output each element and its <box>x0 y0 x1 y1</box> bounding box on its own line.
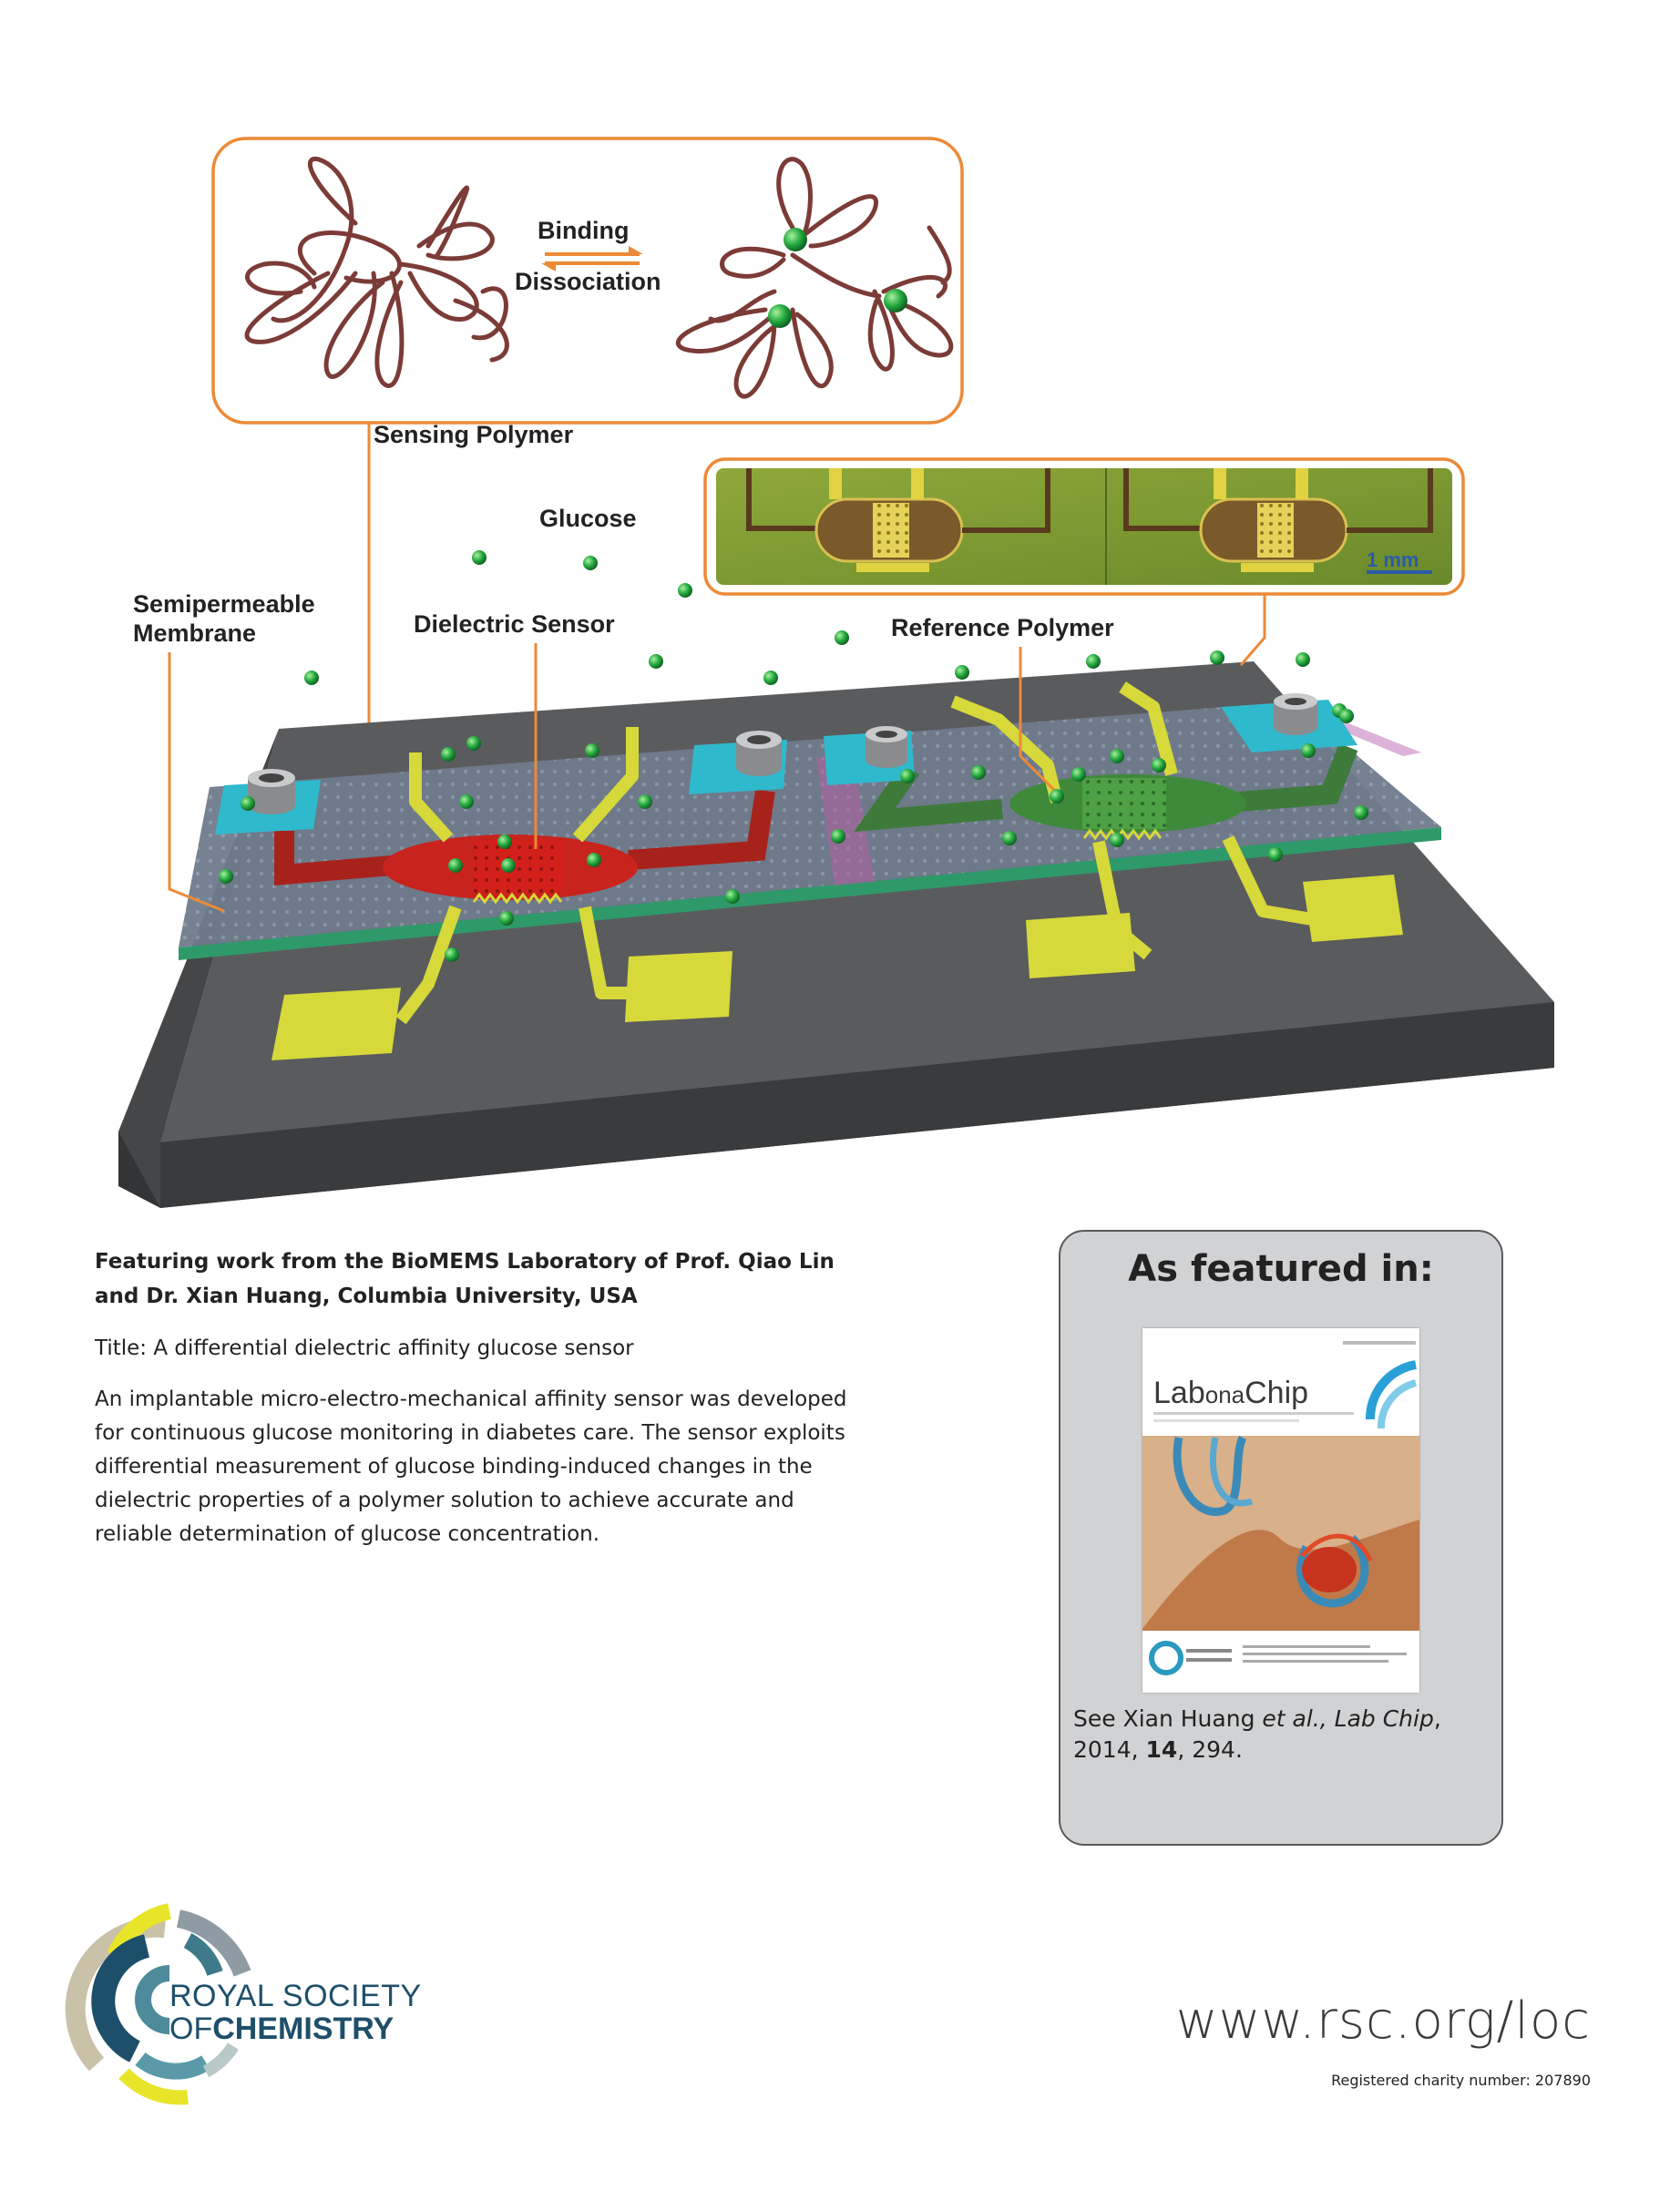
cover-title-chip: Chip <box>1245 1376 1308 1410</box>
article-title: Title: A differential dielectric affinit… <box>95 1336 634 1360</box>
feature-heading: Featuring work from the BioMEMS Laborato… <box>95 1244 869 1314</box>
citation-year: 2014, <box>1073 1736 1146 1763</box>
bound-glucose-icon <box>784 228 807 251</box>
article-abstract: An implantable micro-electro-mechanical … <box>95 1387 847 1546</box>
feature-heading-line1: Featuring work from the BioMEMS Laborato… <box>95 1250 835 1274</box>
rsc-logo-chemistry: CHEMISTRY <box>212 2012 394 2046</box>
membrane-leader <box>168 652 225 913</box>
cover-title-on: on <box>1205 1381 1232 1408</box>
unbound-polymer-icon <box>244 157 509 388</box>
micrograph-leader <box>1239 594 1266 666</box>
feature-heading-line2: and Dr. Xian Huang, Columbia University,… <box>95 1285 638 1308</box>
reference-outlet-icon <box>1274 693 1317 735</box>
reference-polymer-leader <box>1019 647 1059 794</box>
cover-title-lab: Lab <box>1153 1376 1205 1410</box>
cover-title-a: a <box>1232 1381 1245 1408</box>
citation-prefix: See Xian Huang <box>1073 1705 1263 1732</box>
featured-in-title: As featured in: <box>1128 1248 1434 1290</box>
semipermeable-label: Semipermeable <box>133 590 315 618</box>
electrode-pad <box>625 951 732 1022</box>
charity-number: Registered charity number: 207890 <box>1331 2072 1591 2089</box>
journal-cover-image: LabonaChip <box>1142 1328 1419 1693</box>
citation-comma: , <box>1433 1705 1441 1732</box>
rsc-logo-line1: ROYAL SOCIETY <box>169 1979 422 2013</box>
membrane-label: Membrane <box>133 619 256 647</box>
journal-url[interactable]: www.rsc.org/loc <box>1175 1991 1591 2051</box>
electrode-pad <box>1303 875 1403 942</box>
svg-text:OFCHEMISTRY: OFCHEMISTRY <box>169 2012 394 2046</box>
dissociation-label: Dissociation <box>515 268 661 295</box>
equilibrium-arrows-icon <box>541 246 643 271</box>
polymer-callout: Binding Dissociation <box>211 137 964 425</box>
citation-volume: 14 <box>1145 1736 1178 1763</box>
sensing-electrodes <box>395 727 639 1025</box>
featured-in-box: As featured in: LabonaChip See <box>1059 1230 1503 1846</box>
citation-pages: , 294. <box>1177 1736 1243 1763</box>
glucose-label: Glucose <box>539 505 637 532</box>
bound-glucose-icon <box>768 304 792 328</box>
inlet-port-icon <box>248 769 295 814</box>
electrode-pad <box>271 988 401 1060</box>
feature-description: Featuring work from the BioMEMS Laborato… <box>95 1244 869 1551</box>
bound-polymer-icon <box>675 157 954 399</box>
dielectric-sensor-label: Dielectric Sensor <box>414 610 615 638</box>
electrode-pad <box>1026 913 1135 978</box>
glucose-molecules <box>219 550 1368 962</box>
binding-label: Binding <box>538 217 629 244</box>
outlet-port-icon <box>736 731 782 776</box>
rsc-logo: ROYAL SOCIETY OFCHEMISTRY <box>65 1903 422 2105</box>
sensor-illustration: Binding Dissociation <box>118 137 1554 1208</box>
reference-polymer-label: Reference Polymer <box>891 614 1114 641</box>
svg-text:LabonaChip: LabonaChip <box>1153 1376 1308 1410</box>
bound-glucose-icon <box>884 289 907 312</box>
micrograph-callout: 1 mm <box>703 457 1465 596</box>
citation-etal: et al., <box>1262 1705 1327 1732</box>
reference-inlet-icon <box>866 726 907 768</box>
citation-journal: Lab Chip <box>1334 1705 1434 1732</box>
featured-citation: See Xian Huang et al., Lab Chip, 2014, 1… <box>1073 1704 1474 1766</box>
reference-channel <box>854 743 1358 841</box>
rsc-logo-of: OF <box>169 2012 212 2046</box>
scale-bar-label: 1 mm <box>1367 548 1419 571</box>
sensing-polymer-label: Sensing Polymer <box>374 421 574 448</box>
